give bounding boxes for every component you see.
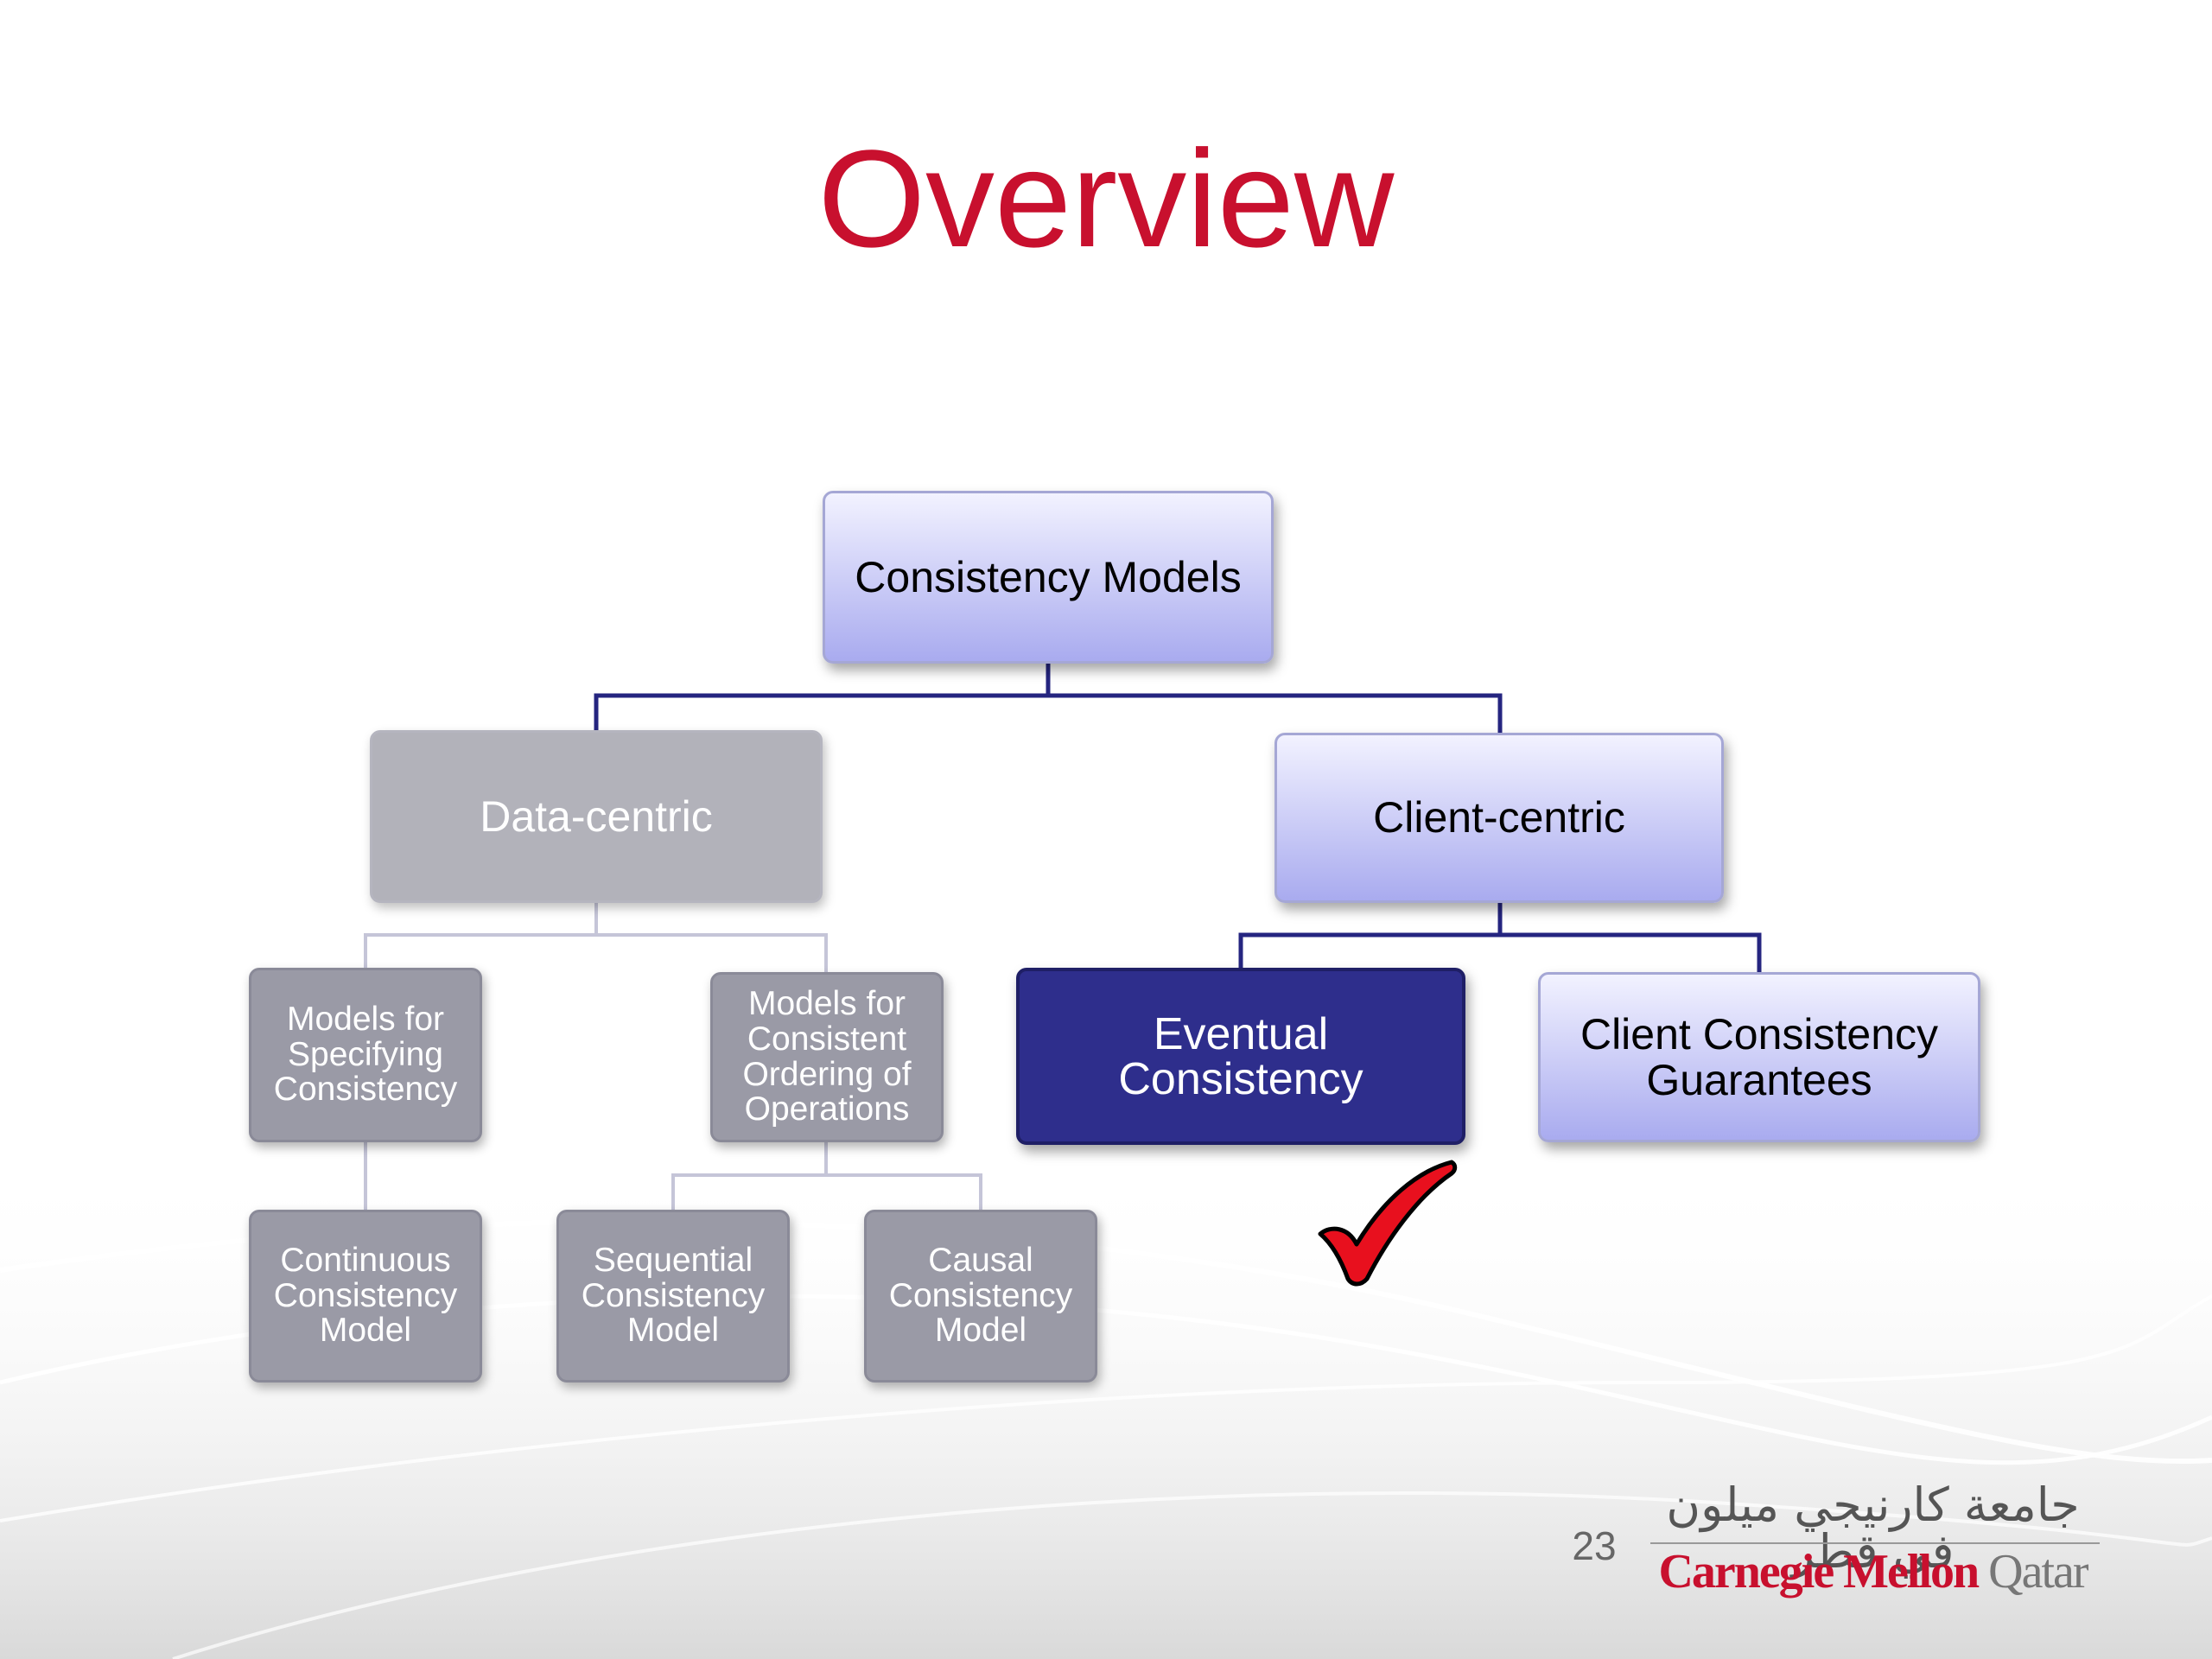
node-client-guarantees: Client Consistency Guarantees [1538, 972, 1980, 1142]
node-models-ordering-label: Models for Consistent Ordering of Operat… [742, 985, 912, 1128]
node-client-centric: Client-centric [1274, 733, 1724, 903]
node-client-guarantees-label: Client Consistency Guarantees [1580, 1010, 1939, 1104]
connector-ordering-right [826, 1173, 982, 1210]
connector-client [1238, 903, 1503, 968]
node-consistency-models-label: Consistency Models [855, 552, 1242, 601]
node-eventual-consistency-label: Eventual Consistency [1118, 1008, 1363, 1104]
node-continuous-consistency: Continuous Consistency Model [249, 1210, 482, 1382]
node-data-centric: Data-centric [370, 730, 823, 903]
connector-client-right [1500, 932, 1762, 972]
carnegie-mellon-qatar-logo: جامعة كارنيجي ميلون في قطر Carnegie Mell… [1633, 1482, 2113, 1603]
connector-root [594, 664, 1051, 730]
node-data-centric-label: Data-centric [480, 791, 713, 841]
connector-data [364, 903, 598, 968]
node-models-ordering: Models for Consistent Ordering of Operat… [710, 972, 944, 1142]
logo-name-red: Carnegie Mellon [1658, 1545, 1980, 1599]
node-eventual-consistency: Eventual Consistency [1016, 968, 1465, 1145]
node-consistency-models: Consistency Models [823, 491, 1274, 664]
logo-name-gray: Qatar [1988, 1545, 2088, 1599]
node-client-centric-label: Client-centric [1373, 793, 1625, 842]
node-models-specifying-label: Models for Specifying Consistency [273, 1001, 458, 1109]
connector-ordering [671, 1142, 828, 1210]
node-sequential-consistency-label: Sequential Consistency Model [581, 1242, 766, 1350]
node-sequential-consistency: Sequential Consistency Model [556, 1210, 790, 1382]
logo-divider [1650, 1542, 2100, 1544]
node-causal-consistency: Causal Consistency Model [864, 1210, 1097, 1382]
checkmark-icon [1318, 1160, 1458, 1287]
node-models-specifying: Models for Specifying Consistency [249, 968, 482, 1142]
node-causal-consistency-label: Causal Consistency Model [888, 1242, 1073, 1350]
page-number: 23 [1572, 1523, 1617, 1568]
slide-title: Overview [817, 121, 1395, 276]
logo-arabic-text: جامعة كارنيجي ميلون في قطر [1666, 1478, 2080, 1579]
logo-space [1978, 1545, 1988, 1599]
node-continuous-consistency-label: Continuous Consistency Model [273, 1242, 458, 1350]
connector-data-right [596, 933, 828, 972]
connector-root-right [1048, 693, 1503, 733]
logo-english-text: Carnegie Mellon Qatar [1633, 1548, 2113, 1596]
